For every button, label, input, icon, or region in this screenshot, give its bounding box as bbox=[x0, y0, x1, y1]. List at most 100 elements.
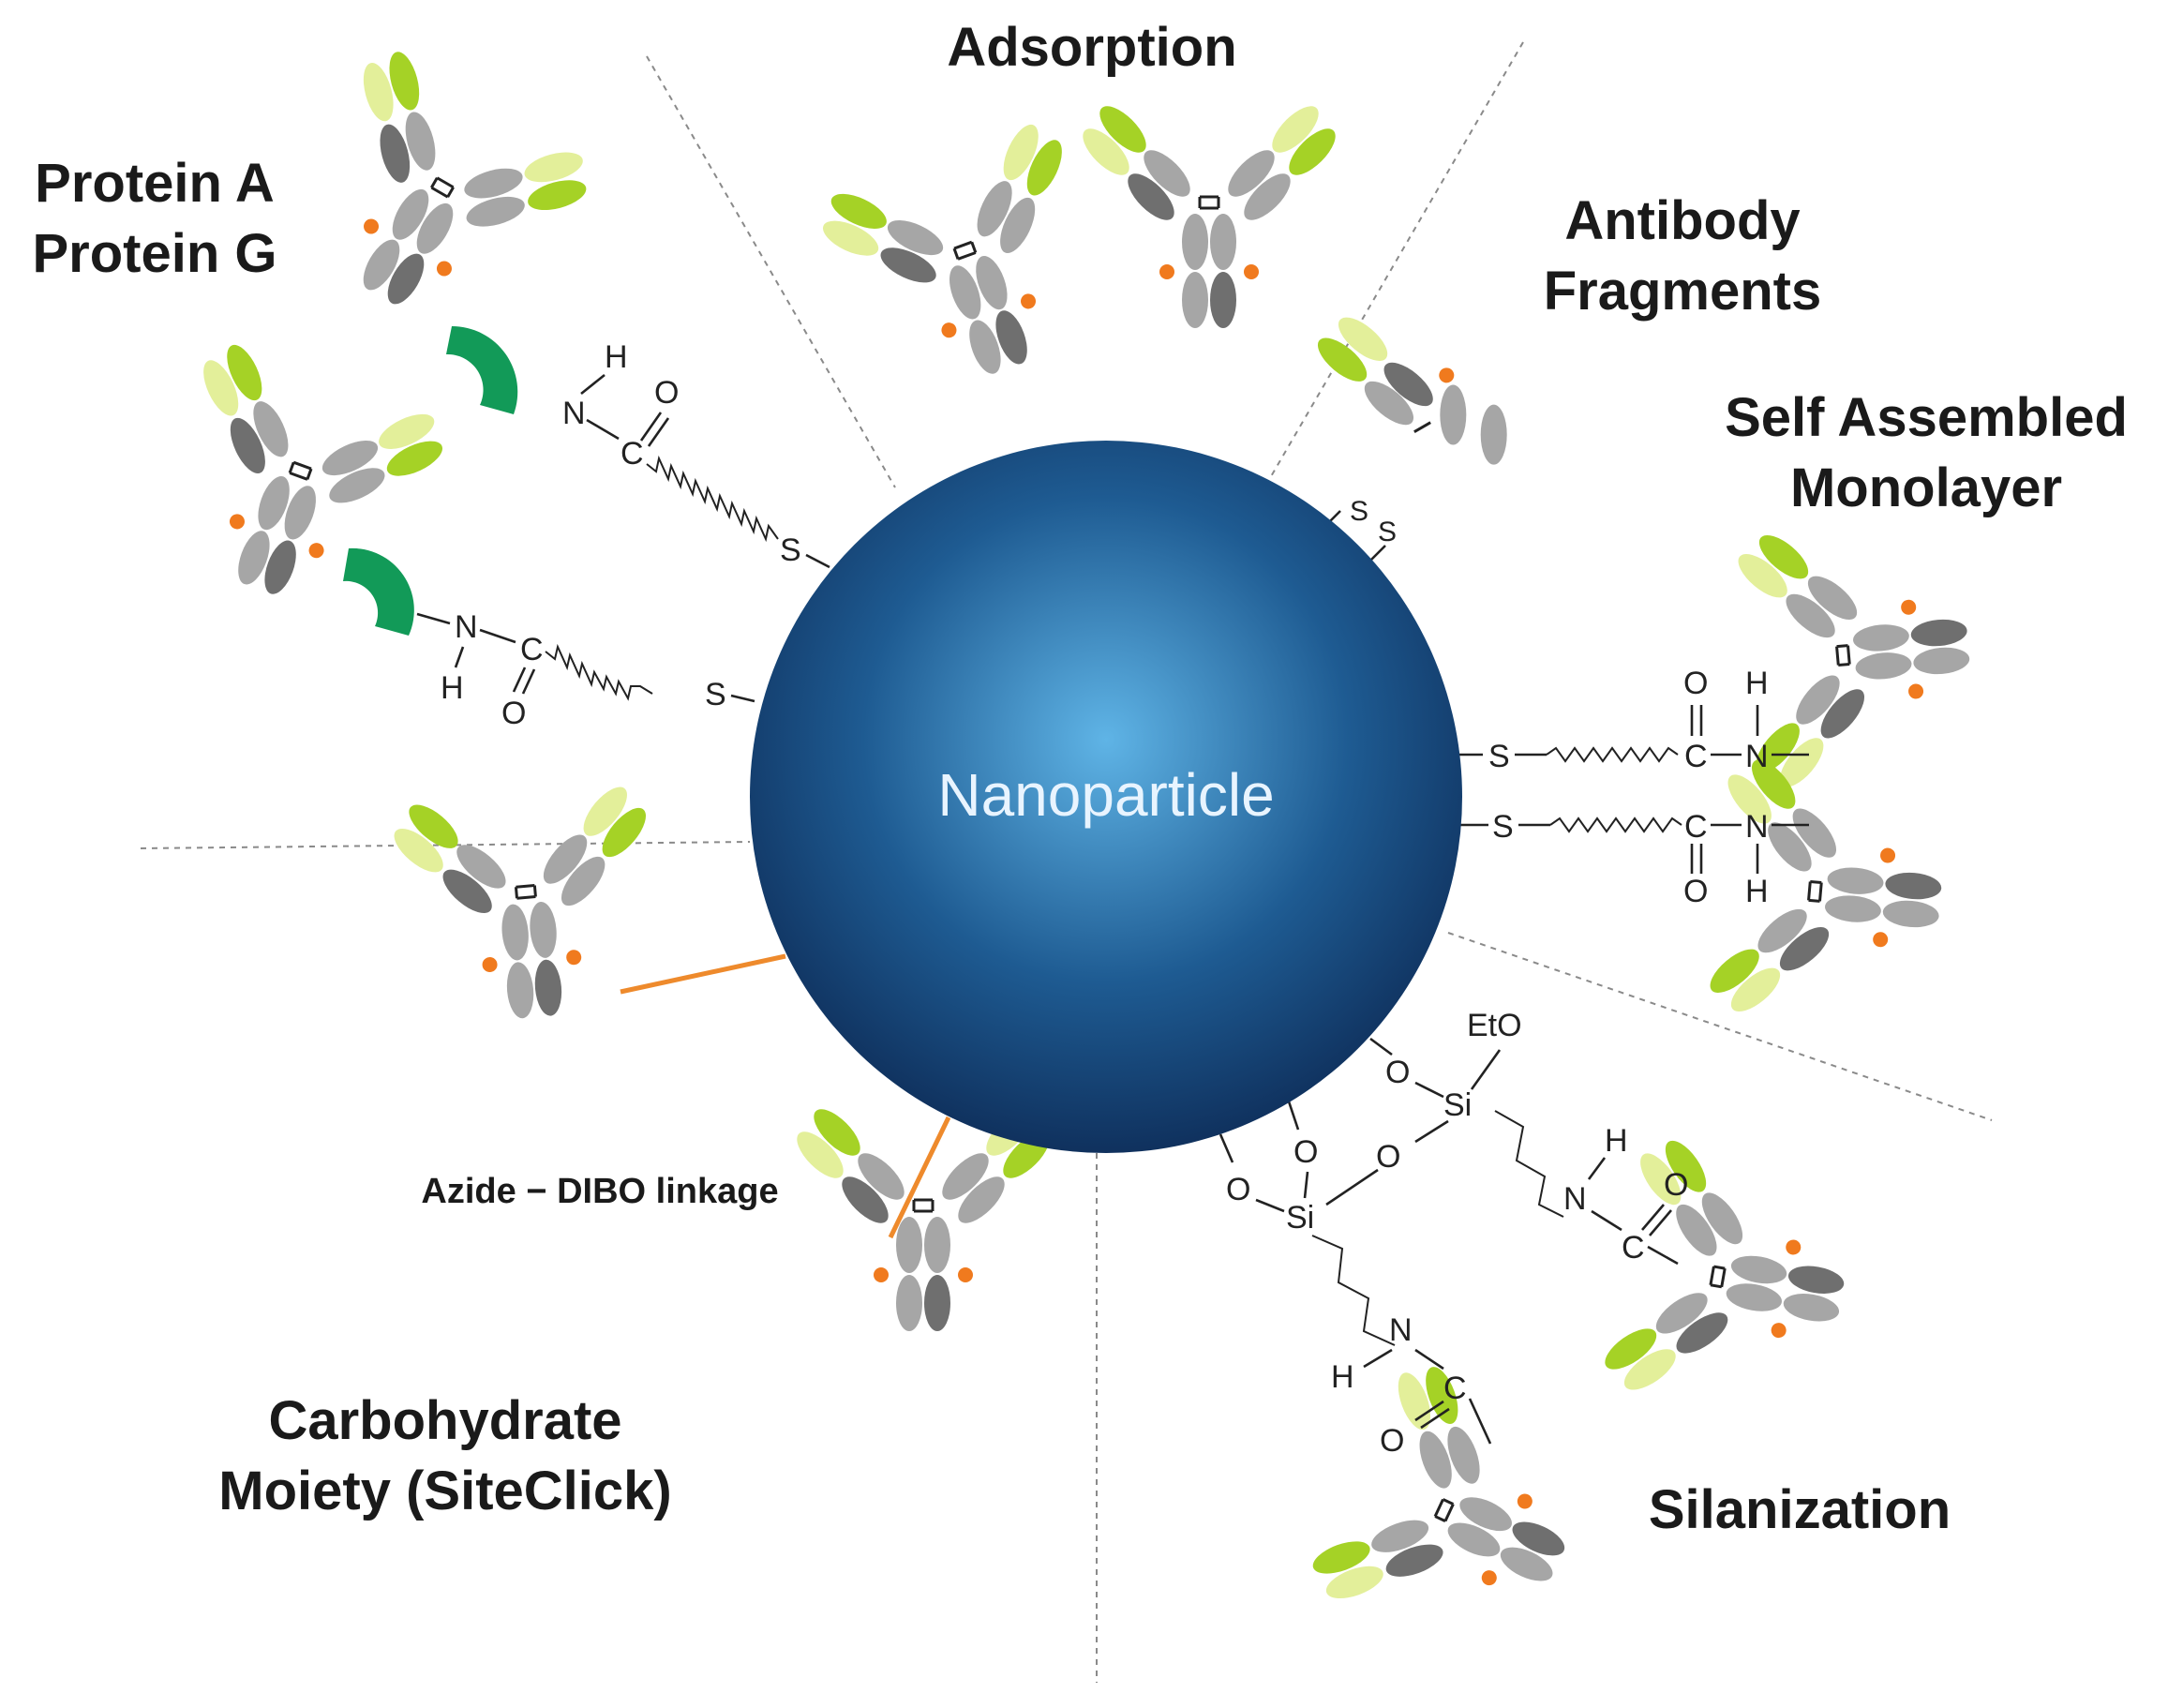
fab-domain bbox=[1447, 1426, 1480, 1484]
fab-domain bbox=[887, 219, 944, 256]
fab-domain bbox=[1756, 723, 1800, 772]
protein-lower-co-bond-1 bbox=[512, 667, 527, 693]
silane-upper-nitrogen: N bbox=[1563, 1181, 1587, 1217]
fab-domain bbox=[464, 168, 523, 199]
fab-domain bbox=[1757, 908, 1807, 953]
fab-domain bbox=[230, 417, 265, 474]
fab-domain bbox=[1317, 337, 1368, 382]
fragments-region: S S bbox=[1317, 317, 1507, 563]
adsorption-antibody-left bbox=[822, 124, 1062, 374]
glycan-marker bbox=[1439, 367, 1455, 383]
fc-domain bbox=[1882, 900, 1939, 928]
silane-lower-co-bond-1 bbox=[1414, 1400, 1444, 1422]
glycan-marker bbox=[1159, 264, 1174, 279]
protein-upper-sulfur: S bbox=[780, 532, 801, 568]
fab-domain bbox=[1807, 576, 1858, 621]
protein-lower-carbon: C bbox=[520, 632, 544, 667]
fc-domain bbox=[1210, 214, 1236, 270]
fab-domain bbox=[1730, 967, 1781, 1012]
fab-domain bbox=[363, 63, 394, 122]
sam-upper-sulfur: S bbox=[1488, 739, 1510, 774]
glycan-marker bbox=[1771, 1323, 1787, 1339]
silane-lower-co-bond-2 bbox=[1420, 1407, 1450, 1430]
protein-lower-nc-bond bbox=[479, 628, 516, 644]
fab-domain bbox=[1338, 317, 1388, 362]
fc-domain bbox=[238, 531, 270, 585]
nanoparticle-label: Nanoparticle bbox=[937, 761, 1274, 829]
fab-domain bbox=[1289, 128, 1336, 175]
protein-antibody-upper bbox=[363, 52, 587, 305]
sam-lower-sulfur: S bbox=[1492, 809, 1514, 845]
hinge-bond bbox=[436, 176, 455, 189]
glycan-marker bbox=[308, 543, 324, 559]
fab-domain bbox=[1751, 759, 1796, 809]
glycan-marker bbox=[1244, 264, 1259, 279]
silane-lower-chain bbox=[1311, 1235, 1396, 1346]
fab-domain bbox=[1419, 1431, 1452, 1489]
silane-o3-si2-bond bbox=[1303, 1171, 1309, 1199]
adsorption-region bbox=[822, 106, 1336, 374]
protein-lower-chain bbox=[545, 643, 653, 701]
silane-oxygen-4: O bbox=[1226, 1172, 1250, 1207]
hinge-bond bbox=[1709, 1266, 1715, 1286]
fragment-sulfur-1: S bbox=[1350, 496, 1368, 527]
fc-domain bbox=[1447, 1522, 1501, 1557]
fc-domain bbox=[969, 320, 1001, 374]
sam-region: S C O N H S C O N H bbox=[1451, 534, 1970, 1012]
carbohydrate-title-line2: Moiety (SiteClick) bbox=[218, 1461, 671, 1521]
fab-domain bbox=[253, 401, 289, 457]
protein-title-line2: Protein G bbox=[32, 223, 277, 284]
protein-a-shape-lower bbox=[343, 547, 414, 636]
fc-domain bbox=[392, 188, 429, 240]
fab-domain bbox=[942, 1153, 989, 1200]
silane-lower-nc-bond bbox=[1414, 1348, 1444, 1371]
protein-upper-hydrogen: H bbox=[605, 339, 628, 375]
divider-lower-right bbox=[1447, 932, 1993, 1121]
sam-lower-carbon: C bbox=[1684, 809, 1708, 845]
glycan-marker bbox=[229, 514, 245, 530]
sam-upper-hydrogen: H bbox=[1745, 666, 1769, 701]
fc-domain bbox=[1730, 1255, 1787, 1284]
fab-domain bbox=[561, 856, 606, 906]
hinge-bond bbox=[516, 884, 535, 889]
fab-domain bbox=[1768, 822, 1812, 872]
sam-antibody-lower bbox=[1710, 759, 1942, 1012]
fab-domain bbox=[1383, 362, 1433, 407]
protein-lower-protein-n-bond bbox=[416, 612, 451, 625]
protein-upper-carbon: C bbox=[620, 436, 644, 472]
fab-domain bbox=[1727, 774, 1772, 824]
glycan-marker bbox=[958, 1267, 973, 1282]
fab-domain bbox=[1371, 1520, 1429, 1552]
dibo-linker-lower bbox=[888, 1116, 951, 1239]
fab-domain bbox=[880, 247, 936, 283]
fab-domain bbox=[1325, 1566, 1383, 1599]
divider-adsorption-left bbox=[646, 55, 896, 488]
hinge-bond bbox=[1433, 1498, 1444, 1518]
fab-domain bbox=[1003, 124, 1039, 181]
silane-oxygen-1: O bbox=[1385, 1055, 1410, 1090]
silane-upper-chain bbox=[1494, 1110, 1564, 1218]
fab-domain bbox=[1128, 173, 1174, 220]
glycan-marker bbox=[874, 1267, 889, 1282]
fab-domain bbox=[583, 787, 627, 836]
fab-domain bbox=[456, 845, 506, 889]
fab-domain bbox=[1655, 1293, 1708, 1334]
protein-lower-co-bond-2 bbox=[521, 668, 536, 695]
hinge-bond bbox=[1443, 1503, 1455, 1522]
fab-domain bbox=[543, 834, 588, 884]
azide-dibo-label: Azide − DIBO linkage bbox=[421, 1172, 778, 1211]
fab-domain bbox=[203, 360, 239, 416]
fc-domain bbox=[1480, 404, 1507, 465]
fc-domain bbox=[949, 265, 981, 320]
glycan-marker bbox=[1908, 683, 1924, 699]
fab-domain bbox=[1083, 128, 1129, 175]
fab-domain bbox=[814, 1109, 860, 1156]
protein-lower-nitrogen: N bbox=[455, 609, 478, 645]
fab-domain bbox=[389, 52, 420, 111]
fab-domain bbox=[1665, 1140, 1707, 1192]
hinge-bond bbox=[970, 241, 978, 254]
fc-domain bbox=[264, 540, 296, 594]
hinge-bond bbox=[289, 472, 308, 481]
hinge-bond bbox=[953, 240, 973, 250]
fab-domain bbox=[1272, 106, 1319, 153]
